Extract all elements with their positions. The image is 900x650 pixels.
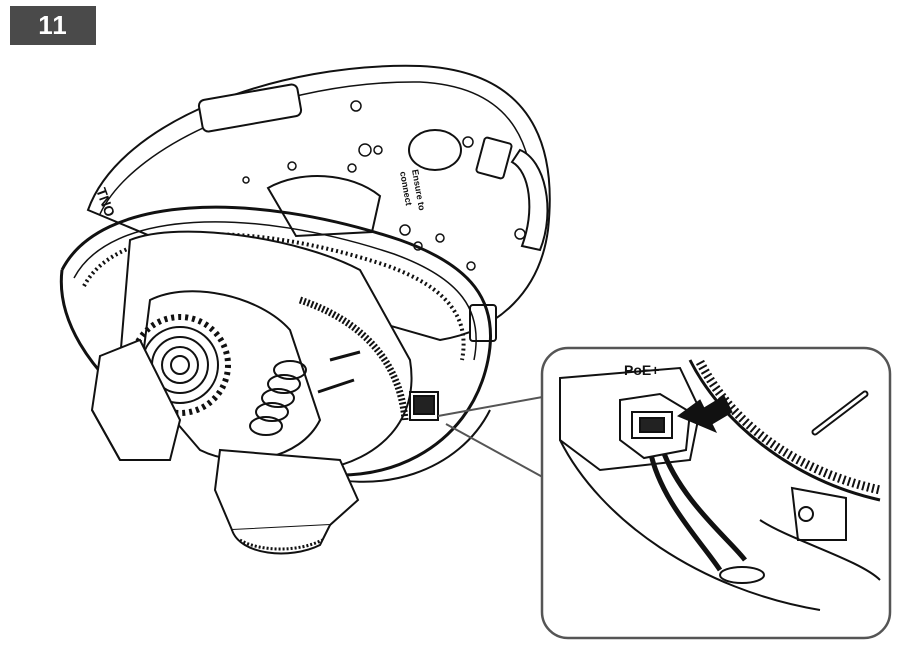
camera-module <box>90 230 439 555</box>
step-number-badge: 11 <box>10 6 96 45</box>
poe-port-label: PoE+ <box>624 362 659 378</box>
tilt-spring <box>249 360 307 436</box>
camera-lens <box>129 314 231 416</box>
step-number: 11 <box>38 10 68 40</box>
insert-arrow-icon <box>676 395 733 433</box>
inset-detail-panel: PoE+ <box>540 346 892 640</box>
detail-callout-lines <box>437 395 549 481</box>
